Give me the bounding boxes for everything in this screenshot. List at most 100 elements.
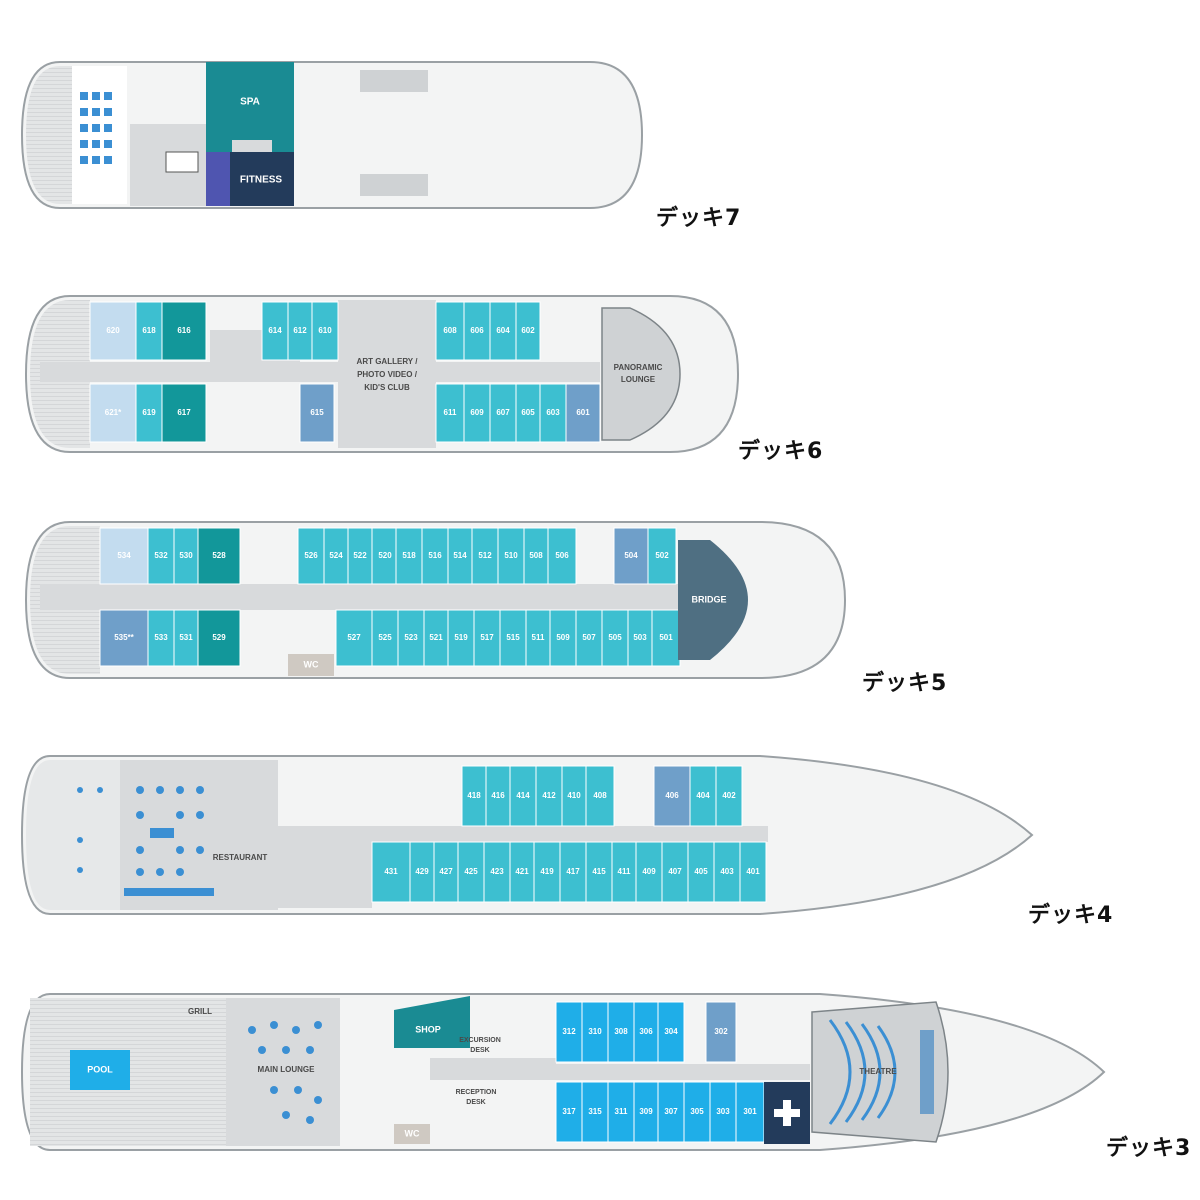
- cabin-317: 317: [555, 1081, 583, 1143]
- reception-label-1: RECEPTION: [456, 1089, 497, 1096]
- cabin-number: 410: [567, 791, 581, 800]
- deck3-lounge-seating: [248, 1021, 322, 1124]
- cabin-614: 614: [261, 301, 289, 361]
- cabin-number: 602: [521, 326, 535, 335]
- cabin-room: [161, 301, 207, 361]
- cabin-511: 511: [525, 609, 551, 667]
- cabin-number: 404: [696, 791, 710, 800]
- cabin-533: 533: [147, 609, 175, 667]
- cabin-number: 506: [555, 551, 569, 560]
- cabin-room: [705, 1001, 737, 1063]
- cabin-number: 604: [496, 326, 510, 335]
- cabin-number: 311: [615, 1107, 628, 1116]
- cabin-number: 512: [478, 551, 492, 560]
- cabin-517: 517: [473, 609, 501, 667]
- cabin-510: 510: [497, 527, 525, 585]
- cabin-number: 521: [429, 633, 443, 642]
- cabin-number: 304: [664, 1027, 678, 1036]
- cabin-302: 302: [705, 1001, 737, 1063]
- excursion-label-1: EXCURSION: [459, 1037, 501, 1044]
- cabin-room: [371, 527, 399, 585]
- cabin-room: [297, 527, 325, 585]
- cabin-number: 517: [480, 633, 494, 642]
- cabin-number: 534: [117, 551, 131, 560]
- cabin-number: 417: [566, 867, 580, 876]
- deck3-corridor: [556, 1064, 810, 1080]
- cabin-number: 620: [106, 326, 120, 335]
- deck6-label: デッキ6: [738, 439, 824, 464]
- cabin-520: 520: [371, 527, 399, 585]
- cabin-number: 401: [746, 867, 760, 876]
- deck5-bridge: [678, 540, 748, 660]
- deck7-purple-room: [206, 152, 230, 206]
- cabin-402: 402: [715, 765, 743, 827]
- cabin-number: 614: [268, 326, 282, 335]
- cabin-number: 414: [516, 791, 530, 800]
- cabin-room: [471, 527, 499, 585]
- cabin-number: 529: [212, 633, 226, 642]
- cabin-room: [287, 301, 313, 361]
- cabin-room: [161, 383, 207, 443]
- cabin-room: [581, 1081, 609, 1143]
- cabin-606: 606: [463, 301, 491, 361]
- cabin-506: 506: [547, 527, 577, 585]
- cabin-room: [547, 527, 577, 585]
- cabin-number: 501: [659, 633, 673, 642]
- cabin-number: 317: [562, 1107, 576, 1116]
- cabin-429: 429: [409, 841, 435, 903]
- cabin-523: 523: [397, 609, 425, 667]
- cabin-508: 508: [523, 527, 549, 585]
- cabin-407: 407: [661, 841, 689, 903]
- cabin-620: 620: [89, 301, 137, 361]
- restaurant-label: RESTAURANT: [213, 853, 268, 862]
- deck4-aft-deck: [26, 760, 120, 910]
- cabin-number: 425: [464, 867, 478, 876]
- deck6-panoramic-lounge: [601, 307, 681, 441]
- cabin-616: 616: [161, 301, 207, 361]
- deck5-label: デッキ5: [862, 671, 948, 696]
- cabin-415: 415: [585, 841, 613, 903]
- cabin-410: 410: [561, 765, 587, 827]
- cabin-number: 407: [668, 867, 682, 876]
- cabin-515: 515: [499, 609, 527, 667]
- cabin-number: 535**: [114, 633, 134, 642]
- cabin-number: 520: [378, 551, 392, 560]
- cabin-number: 621*: [105, 408, 122, 417]
- cabin-414: 414: [509, 765, 537, 827]
- cabin-number: 423: [490, 867, 504, 876]
- panoramic-label-1: PANORAMIC: [614, 363, 663, 372]
- cabin-529: 529: [197, 609, 241, 667]
- pool-label: POOL: [87, 1064, 113, 1074]
- medical-cross-h: [774, 1109, 800, 1117]
- cabin-526: 526: [297, 527, 325, 585]
- cabin-423: 423: [483, 841, 511, 903]
- cabin-room: [687, 841, 715, 903]
- deck3-theatre-seats: [828, 1019, 897, 1125]
- deck7-sofa-top: [360, 70, 428, 92]
- cabin-room: [565, 383, 601, 443]
- cabin-512: 512: [471, 527, 499, 585]
- cabin-room: [611, 841, 637, 903]
- cabin-619: 619: [135, 383, 163, 443]
- cabin-number: 519: [454, 633, 468, 642]
- deck4-stair-area: [278, 842, 372, 908]
- cabin-308: 308: [607, 1001, 635, 1063]
- cabin-number: 509: [556, 633, 570, 642]
- art-gallery-label-3: KID'S CLUB: [364, 383, 410, 392]
- cabin-number: 516: [428, 551, 442, 560]
- cabin-room: [613, 527, 649, 585]
- cabin-room: [509, 841, 535, 903]
- cabin-number: 302: [714, 1027, 728, 1036]
- cabin-525: 525: [371, 609, 399, 667]
- cabin-412: 412: [535, 765, 563, 827]
- cabin-room: [463, 383, 491, 443]
- cabin-room: [147, 527, 175, 585]
- deck3-shop: [394, 996, 470, 1048]
